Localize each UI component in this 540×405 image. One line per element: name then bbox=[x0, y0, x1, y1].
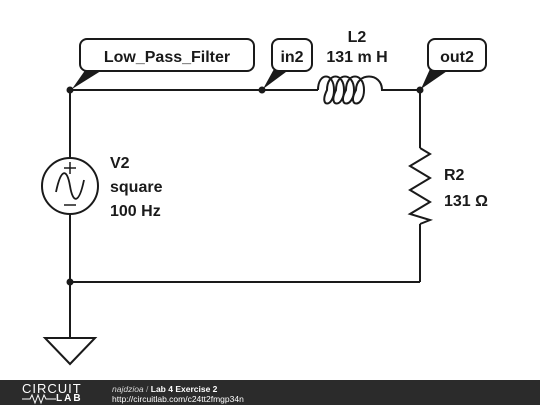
net-label-box bbox=[79, 38, 255, 72]
net-label-out2[interactable]: out2 bbox=[421, 38, 487, 89]
circuit-meta: najdzioa / Lab 4 Exercise 2 http://circu… bbox=[112, 384, 244, 404]
source-type: square bbox=[110, 179, 163, 196]
voltage-source-v2[interactable]: V2 square 100 Hz bbox=[41, 155, 163, 220]
net-label-text: out2 bbox=[440, 49, 474, 66]
resistor-r2[interactable]: R2 131 Ω bbox=[407, 147, 488, 225]
logo-resistor-icon bbox=[22, 393, 56, 405]
node-top-left bbox=[66, 86, 74, 94]
meta-separator: / bbox=[143, 384, 151, 394]
inductor-l2[interactable]: L2 131 m H bbox=[317, 29, 400, 105]
circuit-url[interactable]: http://circuitlab.com/c24tt2fmgp34n bbox=[112, 394, 244, 404]
wires bbox=[69, 89, 421, 338]
net-label-pointer bbox=[263, 69, 290, 89]
circuitlab-logo[interactable]: CIRCUIT LAB bbox=[22, 381, 92, 405]
logo-text-bottom: LAB bbox=[56, 393, 83, 404]
ground-icon bbox=[42, 337, 98, 366]
net-label-text: Low_Pass_Filter bbox=[104, 49, 230, 66]
source-name: V2 bbox=[110, 155, 130, 172]
net-label-text: in2 bbox=[280, 49, 303, 66]
inductor-value: 131 m H bbox=[326, 49, 387, 66]
inductor-coil-symbol bbox=[317, 75, 400, 105]
schematic-canvas: L2 131 m H R2 131 Ω V2 square 100 Hz bbox=[41, 29, 488, 366]
net-label-low-pass-filter[interactable]: Low_Pass_Filter bbox=[72, 38, 255, 89]
resistor-name: R2 bbox=[444, 167, 465, 184]
resistor-zigzag-symbol bbox=[407, 147, 434, 225]
net-label-in2[interactable]: in2 bbox=[263, 38, 313, 89]
net-label-pointer bbox=[421, 69, 450, 89]
inductor-name: L2 bbox=[348, 29, 367, 46]
net-label-pointer bbox=[72, 69, 104, 89]
node-bottom-left bbox=[66, 278, 74, 286]
net-label-box bbox=[271, 38, 313, 72]
resistor-value: 131 Ω bbox=[444, 193, 488, 210]
sine-wave-icon bbox=[55, 172, 85, 200]
net-label-box bbox=[427, 38, 487, 72]
circuit-title[interactable]: Lab 4 Exercise 2 bbox=[150, 384, 218, 394]
footer-bar: CIRCUIT LAB najdzioa / Lab 4 Exercise 2 … bbox=[0, 380, 540, 405]
logo-text-top: CIRCUIT bbox=[22, 381, 82, 396]
source-frequency: 100 Hz bbox=[110, 203, 161, 220]
source-plus-icon bbox=[64, 162, 76, 174]
author-link[interactable]: najdzioa bbox=[112, 384, 144, 394]
meta-line-1: najdzioa / Lab 4 Exercise 2 bbox=[112, 384, 244, 394]
